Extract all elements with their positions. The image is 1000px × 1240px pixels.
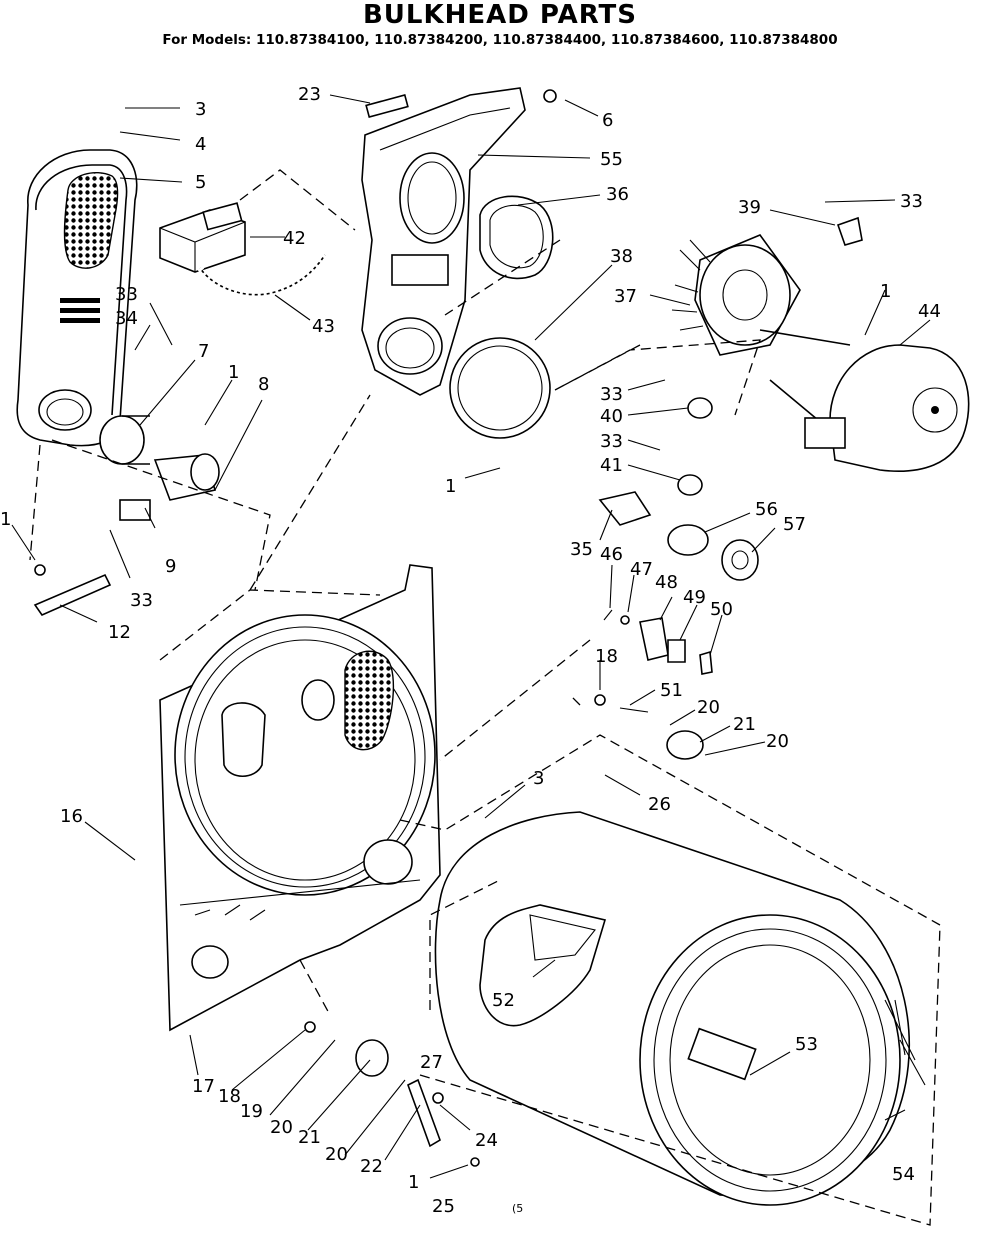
callout-44: 44	[918, 301, 941, 322]
callout-38: 38	[610, 246, 633, 267]
callout-3: 3	[533, 768, 544, 789]
callout-26: 26	[648, 794, 671, 815]
part-12-bracket	[33, 564, 112, 616]
callout-49: 49	[683, 587, 706, 608]
part-8-fuse	[153, 453, 220, 501]
callout-23: 23	[298, 84, 321, 105]
callout-1: 1	[445, 476, 456, 497]
callout-16: 16	[60, 806, 83, 827]
callout-43: 43	[312, 316, 335, 337]
callout-33: 33	[130, 590, 153, 611]
part-57-lens	[721, 539, 759, 581]
part-40-41-bushings	[677, 397, 713, 496]
callout-leaders	[11, 94, 931, 1179]
callout-35: 35	[570, 539, 593, 560]
callout-57: 57	[783, 514, 806, 535]
callout-8: 8	[258, 374, 269, 395]
callout-39: 39	[738, 197, 761, 218]
callout-7: 7	[198, 341, 209, 362]
models-subtitle: For Models: 110.87384100, 110.87384200, …	[162, 32, 838, 48]
callout-36: 36	[606, 184, 629, 205]
callout-25: 25	[432, 1196, 455, 1217]
part-39-clip	[836, 216, 863, 246]
callout-37: 37	[614, 286, 637, 307]
callout-47: 47	[630, 559, 653, 580]
part-5-filter-housing	[16, 149, 138, 447]
callout-52: 52	[492, 990, 515, 1011]
callout-33: 33	[900, 191, 923, 212]
callout-51: 51	[660, 680, 683, 701]
callout-6: 6	[602, 110, 613, 131]
callout-33: 33	[600, 431, 623, 452]
part-42-connector	[159, 202, 246, 273]
callout-48: 48	[655, 572, 678, 593]
callout-21: 21	[298, 1127, 321, 1148]
callout-22: 22	[360, 1156, 383, 1177]
callout-20: 20	[766, 731, 789, 752]
callout-34: 34	[115, 308, 138, 329]
page-mark: (5	[512, 1202, 523, 1215]
part-37-blower-wheel	[671, 234, 801, 356]
part-46-50-switch-parts	[594, 609, 713, 713]
part-7-duct	[99, 415, 150, 465]
callout-53: 53	[795, 1034, 818, 1055]
callout-1: 1	[0, 509, 11, 530]
callout-21: 21	[733, 714, 756, 735]
callout-18: 18	[218, 1086, 241, 1107]
part-55-bulkhead-plate	[361, 87, 557, 396]
callout-20: 20	[270, 1117, 293, 1138]
callout-55: 55	[600, 149, 623, 170]
part-17-front-bulkhead	[159, 564, 441, 1032]
callout-17: 17	[192, 1076, 215, 1097]
part-36-seal	[479, 195, 554, 280]
callout-1: 1	[228, 362, 239, 383]
callout-5: 5	[195, 172, 206, 193]
callout-1: 1	[408, 1172, 419, 1193]
part-44-motor-housing	[759, 329, 970, 472]
part-38-seal	[449, 337, 551, 439]
callout-19: 19	[240, 1101, 263, 1122]
callout-33: 33	[600, 384, 623, 405]
part-21-roller-upper	[666, 730, 704, 760]
diagram-title: BULKHEAD PARTS	[362, 0, 638, 30]
callout-1: 1	[880, 281, 891, 302]
callout-12: 12	[108, 622, 131, 643]
part-27-drum	[434, 811, 926, 1206]
callout-18: 18	[595, 646, 618, 667]
callout-46: 46	[600, 544, 623, 565]
part-43-hose	[197, 253, 328, 298]
callout-41: 41	[600, 455, 623, 476]
callout-20: 20	[697, 697, 720, 718]
callout-56: 56	[755, 499, 778, 520]
callout-20: 20	[325, 1144, 348, 1165]
part-56-bulb	[667, 524, 709, 556]
callout-42: 42	[283, 228, 306, 249]
assembly-leader-lines	[29, 169, 941, 1226]
callout-24: 24	[475, 1130, 498, 1151]
callout-40: 40	[600, 406, 623, 427]
part-9-switch	[119, 499, 151, 521]
callout-54: 54	[892, 1164, 915, 1185]
callout-9: 9	[165, 556, 176, 577]
callout-50: 50	[710, 599, 733, 620]
part-35-lamp-socket	[598, 491, 652, 526]
callout-27: 27	[420, 1052, 443, 1073]
callout-labels: 3 4 5 23 6 55 36 33 39 42 43 38 33 34 7 …	[0, 84, 941, 1217]
callout-33: 33	[115, 284, 138, 305]
callout-3: 3	[195, 99, 206, 120]
callout-4: 4	[195, 134, 206, 155]
